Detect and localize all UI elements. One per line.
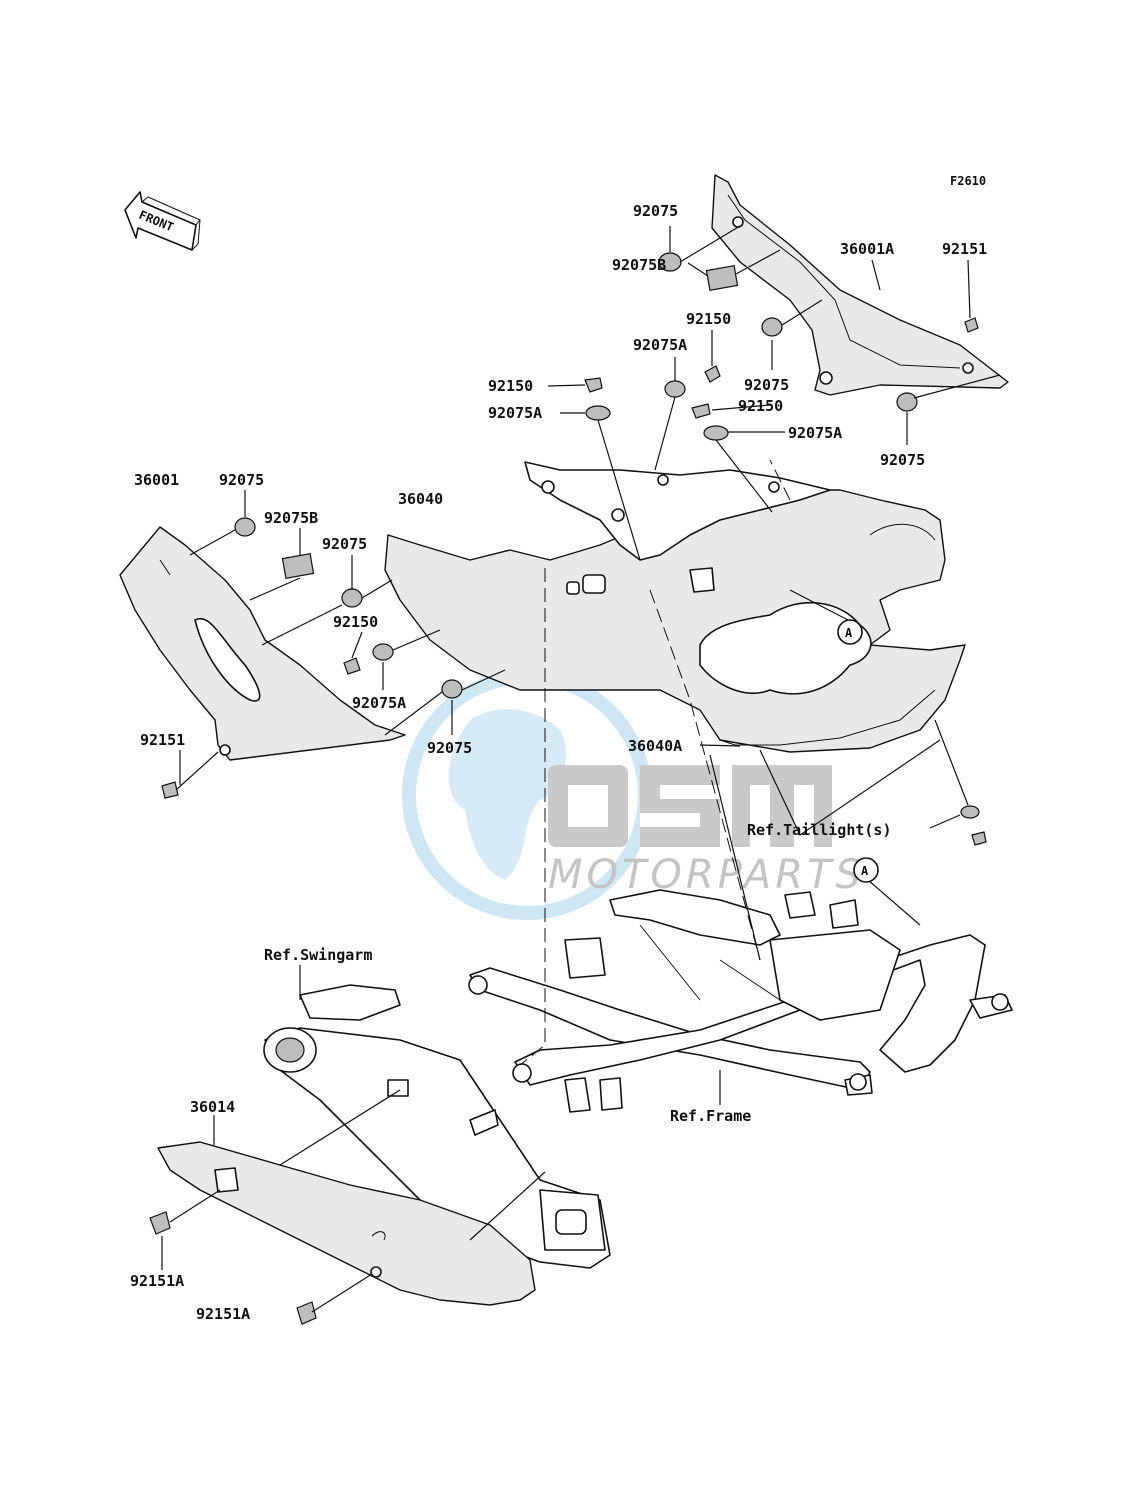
label-92150-c: 92150 [738, 397, 783, 415]
label-92151-top: 92151 [942, 240, 987, 258]
label-36040: 36040 [398, 490, 443, 508]
label-92150-a: 92150 [686, 310, 731, 328]
part-36001A [711, 174, 1009, 396]
label-92150-left: 92150 [333, 613, 378, 631]
diagram-code: F2610 [950, 174, 986, 188]
label-36001A: 36001A [840, 240, 894, 258]
label-92075A-b: 92075A [488, 404, 542, 422]
cushion-92075B-left [281, 553, 315, 579]
bolt-92150-c [691, 403, 711, 419]
grommet-92075-r2 [896, 392, 918, 412]
label-92075B-left: 92075B [264, 509, 318, 527]
grommet-92075A-b [585, 405, 611, 421]
washer-taillight [960, 805, 980, 819]
part-seat-frame [524, 461, 831, 561]
watermark-letter-s [640, 765, 720, 847]
bolt-92151A-1 [149, 1211, 171, 1235]
ref-frame-part [468, 889, 1013, 1113]
watermark-continents [448, 709, 567, 880]
cushion-92075B-top [705, 265, 739, 291]
callout-a-upper: A [837, 619, 863, 645]
label-92075-r1: 92075 [744, 376, 789, 394]
label-92151A-2: 92151A [196, 1305, 250, 1323]
watermark-letter-m [732, 765, 832, 847]
bolt-92151A-2 [296, 1301, 317, 1325]
part-labels: 92075 36001A 92151 92075B 92150 92075A 9… [130, 202, 987, 1323]
front-arrow-icon: FRONT [124, 191, 201, 251]
label-36014: 36014 [190, 1098, 235, 1116]
bolt-92150-a [704, 365, 721, 383]
label-92150-b: 92150 [488, 377, 533, 395]
part-36040 [384, 489, 966, 753]
label-92075B-top: 92075B [612, 256, 666, 274]
label-ref-frame: Ref.Frame [670, 1107, 751, 1125]
bolt-92151-left [161, 781, 179, 799]
watermark-sub: MOTORPARTS [548, 852, 865, 898]
label-ref-taillight: Ref.Taillight(s) [747, 821, 892, 839]
bolt-92151-top [964, 317, 979, 333]
svg-text:A: A [861, 864, 869, 878]
grommet-92075A-c [703, 425, 729, 441]
grommet-92075A-left [372, 643, 394, 661]
part-36014 [157, 1141, 536, 1306]
grommet-92075A-a [664, 380, 686, 398]
grommet-92075-left [234, 517, 256, 537]
label-92075-mid: 92075 [322, 535, 367, 553]
label-36001: 36001 [134, 471, 179, 489]
bolt-taillight [971, 831, 987, 846]
label-92075-r2: 92075 [880, 451, 925, 469]
label-92075-left: 92075 [219, 471, 264, 489]
part-36001 [119, 526, 406, 761]
label-ref-swingarm: Ref.Swingarm [264, 946, 372, 964]
label-36040A: 36040A [628, 737, 682, 755]
bolt-92150-left [343, 657, 361, 675]
grommet-92075-low [441, 679, 463, 699]
bolt-92150-b [584, 377, 603, 393]
grommet-92075-mid [341, 588, 363, 608]
grommet-92075-r1 [761, 317, 783, 337]
label-92151A-1: 92151A [130, 1272, 184, 1290]
label-92075A-c: 92075A [788, 424, 842, 442]
svg-text:A: A [845, 626, 853, 640]
leader-lines [161, 225, 1001, 1313]
hardware [149, 252, 987, 1325]
label-92075A-a: 92075A [633, 336, 687, 354]
watermark: MOTORPARTS [402, 670, 865, 920]
ref-swingarm-part [263, 984, 611, 1269]
label-92151-left: 92151 [140, 731, 185, 749]
label-92075-top: 92075 [633, 202, 678, 220]
callout-a-lower: A [853, 857, 879, 883]
label-92075A-left: 92075A [352, 694, 406, 712]
label-92075-low: 92075 [427, 739, 472, 757]
